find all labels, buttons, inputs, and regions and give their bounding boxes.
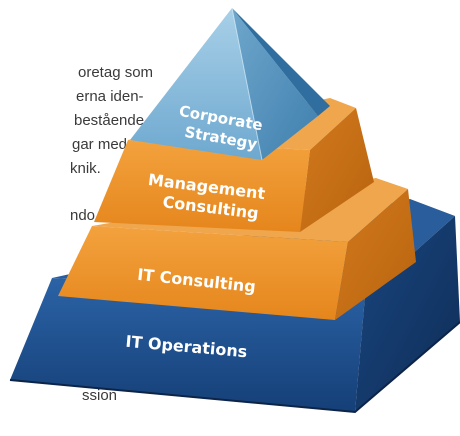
text-line: ndo bbox=[70, 207, 96, 224]
pyramid-level-corporate-strategy bbox=[130, 7, 330, 161]
level-side-face bbox=[232, 8, 318, 160]
text-line: ssion bbox=[82, 387, 118, 404]
level-side-face bbox=[355, 216, 460, 412]
level-side-face bbox=[300, 108, 374, 232]
level-edge bbox=[9, 321, 460, 414]
text-line: bestående bbox=[74, 112, 145, 129]
text-line: gar med bbox=[72, 136, 128, 153]
level-front-face bbox=[94, 140, 310, 232]
text-line: erna iden- bbox=[76, 88, 144, 105]
text-line: oretag som bbox=[78, 64, 154, 81]
level-front-face bbox=[130, 8, 262, 160]
level-back-face bbox=[232, 8, 330, 116]
level-side-face bbox=[335, 189, 416, 320]
text-line: knik. bbox=[70, 160, 101, 177]
level-front-face bbox=[58, 226, 348, 320]
